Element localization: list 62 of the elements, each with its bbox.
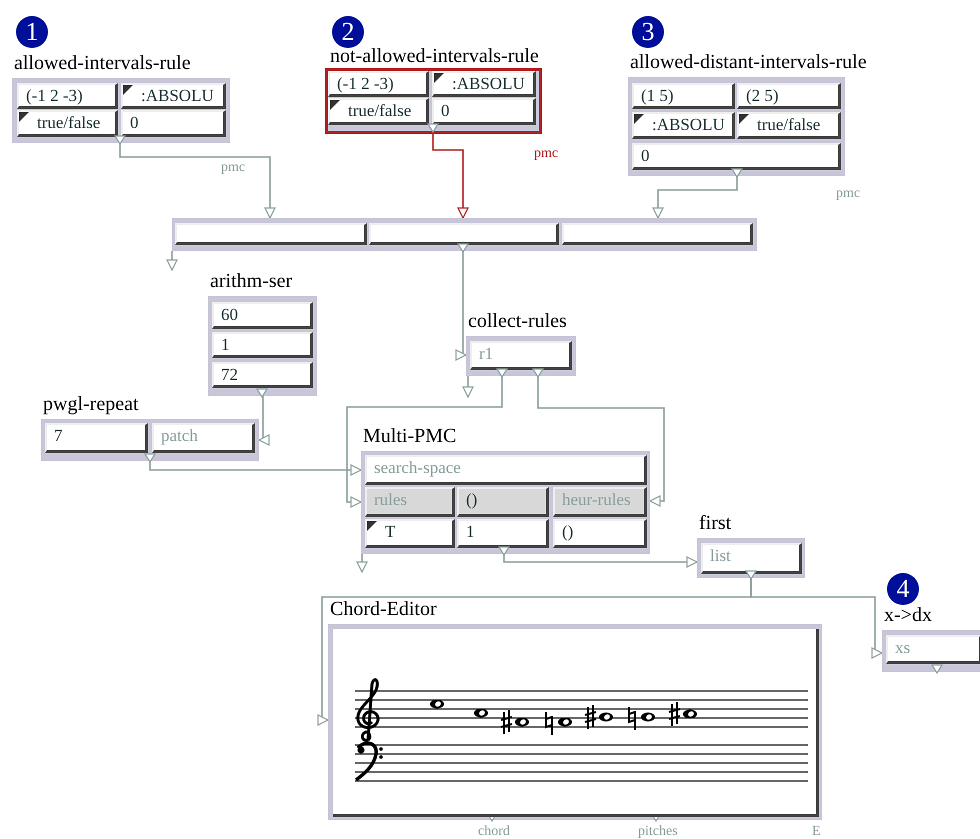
connector-arrow — [503, 554, 698, 568]
connector-arrow — [462, 376, 474, 398]
value-field: 60 — [212, 302, 313, 329]
value-field: 0 — [632, 143, 841, 170]
connector-arrow — [346, 376, 503, 508]
connector-arrow — [455, 251, 467, 361]
value-field: () — [553, 519, 647, 548]
value-field: (1 5) — [632, 83, 735, 109]
empty-patch-box — [172, 218, 757, 251]
connector-arrow — [149, 461, 362, 476]
inlet-label: heur-rules — [553, 487, 647, 517]
value-field: 72 — [212, 362, 313, 388]
connector-arrow — [166, 251, 178, 271]
value-field: 1 — [457, 519, 549, 548]
value-field: (2 5) — [737, 83, 841, 109]
inlet-label: rules — [365, 487, 455, 517]
value-field: 7 — [45, 423, 148, 453]
value-field: 0 — [121, 110, 226, 137]
inlet-label: xs — [886, 635, 980, 664]
value-field: 1 — [212, 332, 313, 358]
inlet-label: patch — [152, 423, 255, 453]
value-field: :ABSOLU — [121, 83, 226, 109]
box-title: collect-rules — [468, 310, 567, 332]
outlet-label: pitches — [638, 824, 678, 839]
inlet-label: list — [701, 543, 802, 574]
inlet-label: search-space — [365, 455, 647, 485]
number-badge: 2 — [332, 16, 364, 48]
outlet-label: pmc — [534, 146, 558, 162]
value-field: 0 — [432, 98, 536, 125]
value-field: :ABSOLU — [632, 112, 735, 139]
outlet-label: E — [812, 824, 821, 839]
outlet-label: chord — [478, 824, 510, 839]
outlet-label: pmc — [836, 186, 860, 202]
value-field: T — [365, 519, 455, 548]
number-badge: 1 — [16, 16, 48, 48]
number-badge: 4 — [887, 573, 919, 605]
value-field: (-1 2 -3) — [17, 83, 118, 109]
connector-arrow — [750, 578, 883, 659]
value-field: :ABSOLU — [432, 71, 536, 97]
connector-arrow — [119, 143, 276, 219]
box-title: x->dx — [884, 604, 932, 626]
connector-arrow — [652, 176, 738, 219]
box-title: pwgl-repeat — [43, 393, 139, 415]
box-title: allowed-distant-intervals-rule — [630, 51, 867, 73]
box-title: not-allowed-intervals-rule — [330, 45, 539, 67]
connector-arrow — [356, 554, 368, 573]
connector-arrow — [432, 134, 469, 219]
box-title: Multi-PMC — [363, 425, 456, 447]
value-field: (-1 2 -3) — [328, 71, 429, 97]
value-field: true/false — [17, 110, 118, 137]
connector-arrow — [537, 376, 665, 507]
outlet-label: pmc — [221, 160, 246, 176]
value-field: true/false — [328, 98, 429, 125]
number-badge: 3 — [632, 16, 664, 48]
value-field: true/false — [737, 112, 841, 139]
inlet-label: r1 — [470, 341, 572, 370]
box-title: first — [699, 512, 732, 534]
box-title: Chord-Editor — [330, 598, 437, 620]
box-title: arithm-ser — [210, 270, 292, 292]
value-field: () — [457, 487, 549, 517]
connector-arrow — [258, 396, 270, 446]
box-title: allowed-intervals-rule — [14, 52, 191, 74]
